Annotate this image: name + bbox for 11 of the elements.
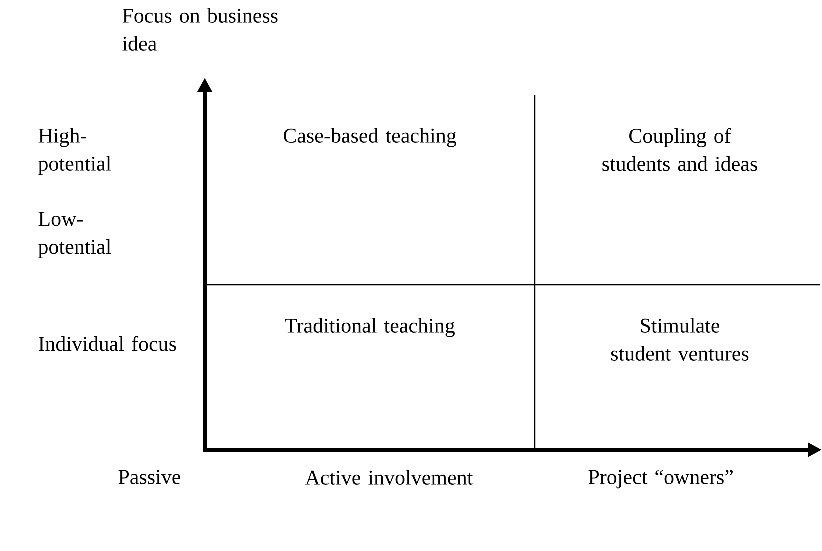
quadrant-text: Stimulate student ventures	[611, 318, 749, 361]
column-label: Passive	[118, 470, 180, 484]
row-label: High-potential	[38, 128, 112, 176]
quadrant-text: Coupling of students and ideas	[602, 128, 758, 172]
column-label: Project “owners”	[588, 470, 733, 489]
row-label: Individual focus	[38, 336, 176, 352]
column-label: Active involvement	[305, 470, 474, 485]
quadrant-text: Case-based teaching	[284, 128, 456, 148]
row-label: Low-potential	[38, 212, 112, 258]
quadrant-text: Traditional teaching	[285, 318, 455, 338]
axis-title: Focus on business idea	[122, 8, 278, 51]
